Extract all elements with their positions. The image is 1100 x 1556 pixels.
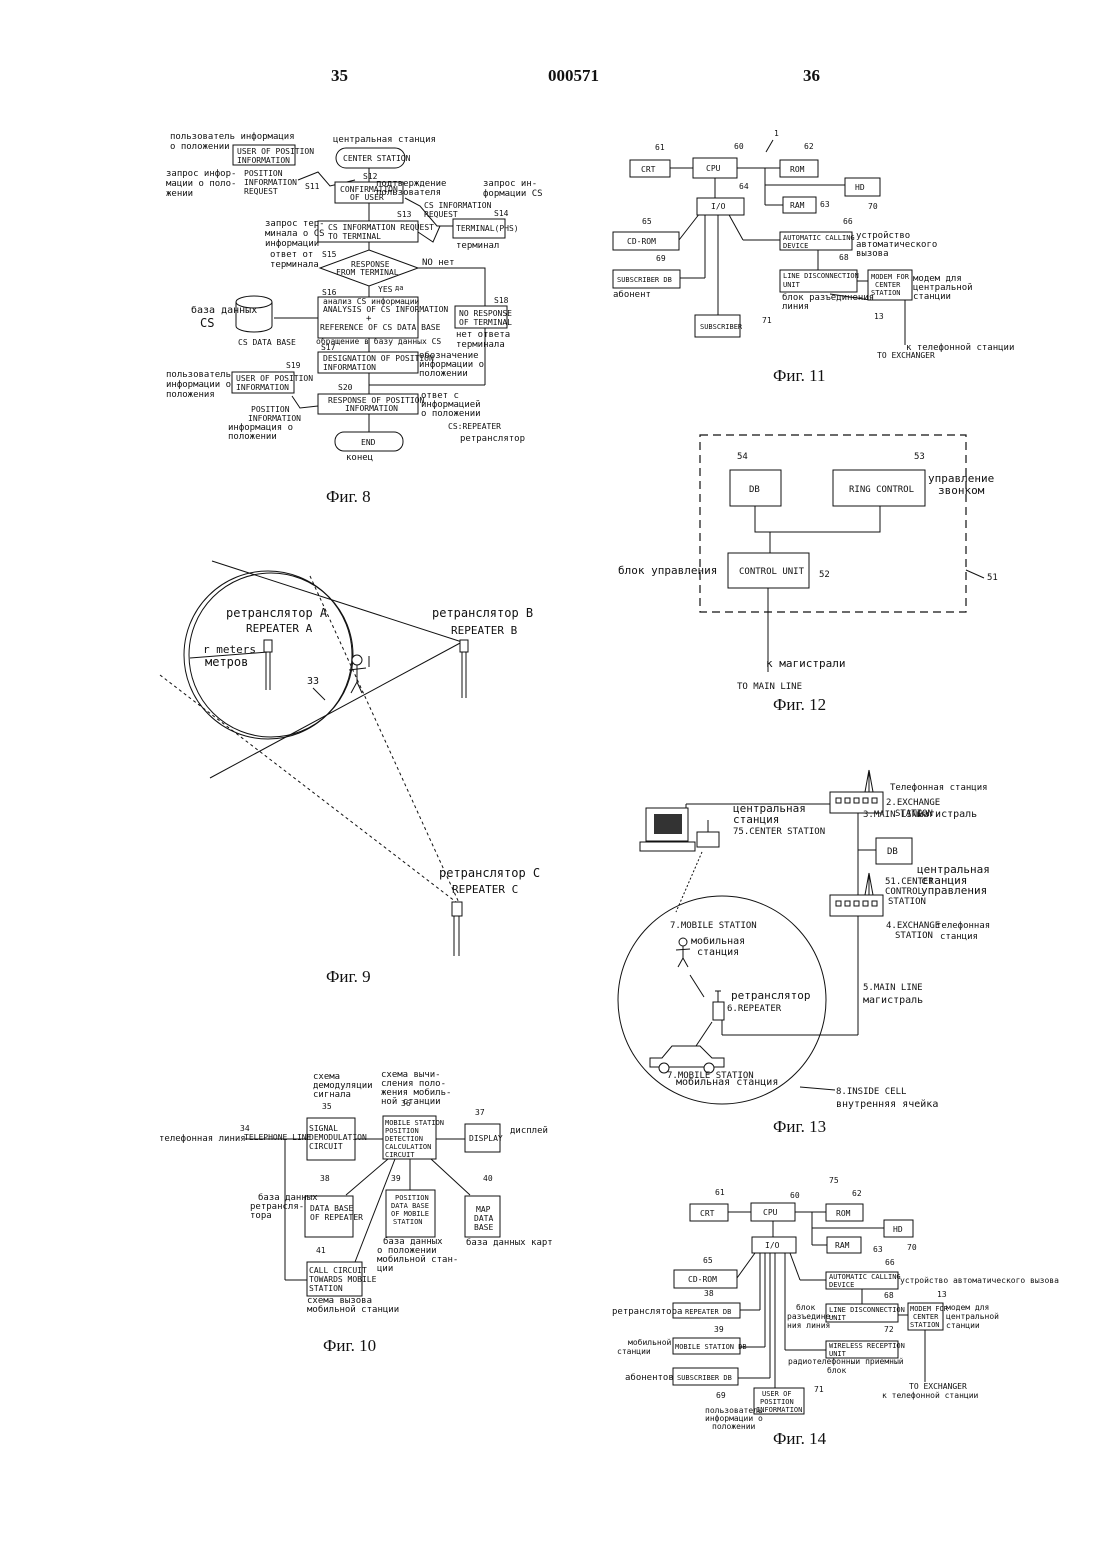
f14-msdb: MOBILE STATION DB [675, 1343, 747, 1351]
f14-sdb-ru: абонентов [625, 1372, 674, 1383]
f14-modem-en1: MODEM FOR [910, 1305, 949, 1313]
f14-n13: 13 [937, 1290, 947, 1299]
f14-io: I/O [765, 1241, 780, 1250]
f14-cpu: CPU [763, 1208, 778, 1217]
f14-n68: 68 [884, 1291, 894, 1300]
f14-n63: 63 [873, 1245, 883, 1254]
f14-ldu-ru1: блок [796, 1302, 815, 1312]
f14-ldu-ru2: разъедине- [787, 1312, 835, 1321]
f14-rdb: REPEATER DB [685, 1308, 731, 1316]
f14-acd-ru: устройство автоматического вызова [900, 1276, 1059, 1285]
f14-ldu-ru3: ния линия [787, 1321, 830, 1330]
f14-to-ex-ru: к телефонной станции [882, 1391, 979, 1400]
f14-wru-en1: WIRELESS RECEPTION [829, 1342, 905, 1350]
f14-hd: HD [893, 1225, 903, 1234]
f14-n60: 60 [790, 1191, 800, 1200]
f14-to-ex-en: TO EXCHANGER [909, 1382, 967, 1391]
f14-modem-ru2: центральной [946, 1312, 999, 1321]
f14-n70: 70 [907, 1243, 917, 1252]
f14-n69: 69 [716, 1391, 726, 1400]
f14-modem-ru3: станции [946, 1321, 980, 1330]
f14-n39: 39 [714, 1325, 724, 1334]
f14-wru-ru2: блок [827, 1365, 846, 1375]
f14-ldu-en1: LINE DISCONNECTION [829, 1306, 905, 1314]
f14-n61: 61 [715, 1188, 725, 1197]
f14-upi-en3: INFORMATION [756, 1406, 802, 1414]
f14-crt: CRT [700, 1209, 715, 1218]
f14-upi-en1: USER OF [762, 1390, 792, 1398]
f14-n75: 75 [829, 1176, 839, 1185]
f14-wru-ru1: радиотелефонный приемный [788, 1357, 904, 1366]
f14-cdrom: CD-ROM [688, 1275, 717, 1284]
f14-upi-ru3: положении [712, 1422, 756, 1431]
f14-n66: 66 [885, 1258, 895, 1267]
f14-n65: 65 [703, 1256, 713, 1265]
f14-acd-en2: DEVICE [829, 1281, 854, 1289]
f14-n38: 38 [704, 1289, 714, 1298]
f14-rdb-ru: ретранслятора [612, 1307, 682, 1317]
f14-ram: RAM [835, 1241, 850, 1250]
f14-n72: 72 [884, 1325, 894, 1334]
f14-upi-en2: POSITION [760, 1398, 794, 1406]
f14-msdb-ru1: мобильной [628, 1337, 672, 1347]
f14-sdb: SUBSCRIBER DB [677, 1374, 732, 1382]
f14-modem-ru1: модем для [946, 1303, 989, 1312]
f14-modem-en2: CENTER [913, 1313, 939, 1321]
figure-14-caption: Фиг. 14 [773, 1429, 826, 1449]
f14-acd-en1: AUTOMATIC CALLING [829, 1273, 901, 1281]
f14-n71: 71 [814, 1385, 824, 1394]
f14-modem-en3: STATION [910, 1321, 940, 1329]
f14-rom: ROM [836, 1209, 851, 1218]
f14-msdb-ru2: станции [617, 1347, 651, 1356]
f14-n62: 62 [852, 1189, 862, 1198]
